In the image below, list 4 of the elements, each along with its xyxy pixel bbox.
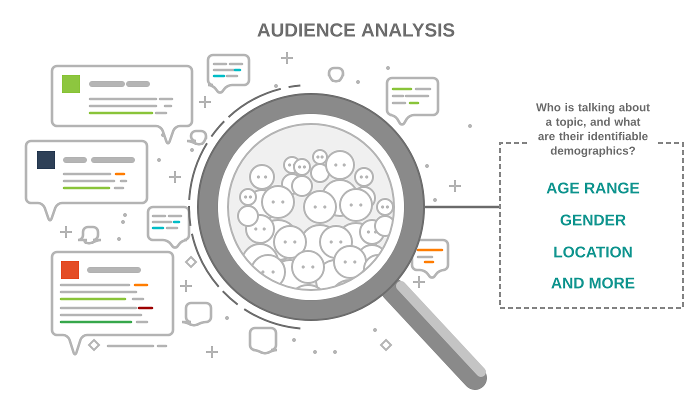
connector-line [424, 206, 499, 208]
magnifying-glass-drawing [188, 84, 487, 390]
title: AUDIENCE ANALYSIS [257, 23, 454, 37]
dashed-info-box: Who is talking about a topic, and what are their identifiable demographics? AGE RANGE GENDER LOCATION AND MORE [499, 100, 684, 309]
